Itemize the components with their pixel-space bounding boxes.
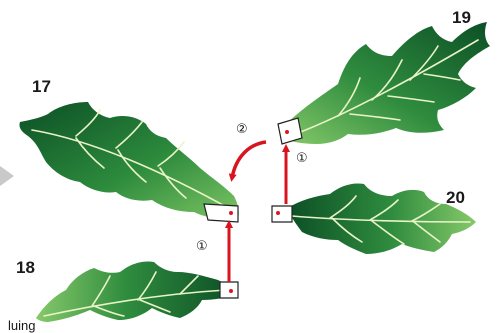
leaf-17-tab [203, 203, 239, 223]
leaf-19-veins [289, 39, 479, 137]
leaf-20-veins [291, 195, 471, 245]
leaf-19-label: 19 [452, 8, 471, 27]
assembly-arrows [225, 140, 290, 282]
leaf-20: 20 [271, 183, 476, 254]
leaf-20-tab [271, 205, 293, 223]
leaf-18: 18 [16, 258, 239, 322]
leaf-18-label: 18 [16, 258, 35, 277]
leaf-20-blade [288, 183, 476, 254]
leaf-17-veins [31, 109, 233, 211]
leaf-20-glue-dot [276, 211, 280, 215]
leaf-19: 19 [277, 8, 490, 145]
leaf-20-label: 20 [446, 188, 465, 207]
leaf-17-label: 17 [32, 77, 51, 96]
leaf-17-glue-dot [229, 211, 233, 215]
leaf-19-blade [282, 22, 490, 144]
leaf-18-glue-dot [229, 289, 233, 293]
cut-off-caption: luing [8, 318, 35, 333]
side-pointer-arrow [0, 166, 14, 186]
leaf-19-glue-dot [285, 130, 289, 134]
step-marker-one-left: ① [196, 238, 208, 253]
leaf-18-veins [43, 271, 227, 317]
leaf-18-tab [219, 281, 239, 299]
step-marker-two: ② [236, 121, 248, 136]
step-marker-one-right: ① [296, 150, 308, 165]
leaf-17: 17 [19, 77, 239, 223]
arrow-19-to-17-curved [228, 140, 267, 182]
leaf-19-tab [277, 117, 303, 145]
